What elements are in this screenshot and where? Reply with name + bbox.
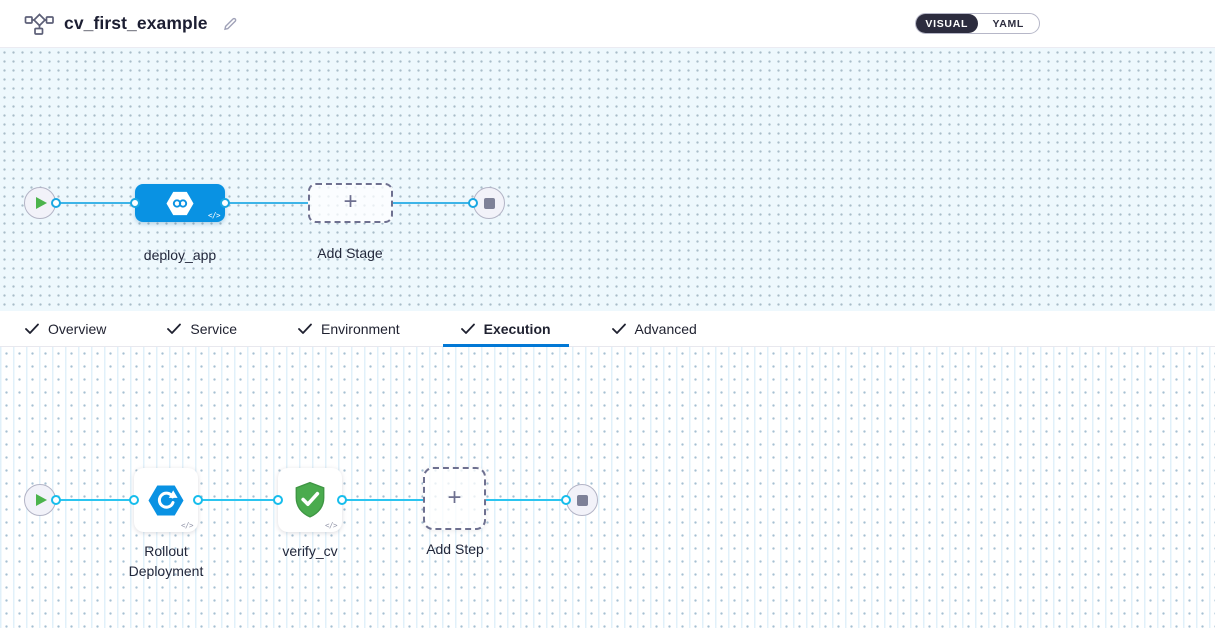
play-icon	[36, 197, 47, 209]
edge-line	[56, 499, 134, 501]
play-icon	[36, 494, 47, 506]
cd-hexagon-infinity-icon	[166, 191, 194, 216]
connector-port	[193, 495, 203, 505]
edge-line	[56, 202, 135, 204]
pipeline-start-node[interactable]	[24, 187, 56, 219]
code-badge: </>	[207, 211, 221, 220]
edge-line	[225, 202, 308, 204]
stage-label: deploy_app	[143, 247, 217, 263]
add-step-button[interactable]: +	[423, 467, 486, 530]
code-badge: </>	[180, 521, 194, 530]
plus-icon: +	[343, 188, 358, 215]
tab-label: Execution	[483, 320, 551, 337]
edge-line	[342, 499, 423, 501]
tab-label: Overview	[48, 320, 107, 337]
step-label: verify_cv	[282, 543, 338, 559]
stage-node-deploy-app[interactable]: </>	[135, 184, 225, 222]
stop-icon	[576, 494, 588, 506]
stage-config-tabs: Overview Service Environment Execution A…	[0, 311, 1215, 347]
connector-port	[130, 198, 140, 208]
tab-label: Service	[190, 320, 238, 337]
check-icon	[460, 323, 475, 334]
edge-line	[198, 499, 278, 501]
edge-line	[485, 499, 566, 501]
header: cv_first_example VISUAL YAML	[0, 0, 1215, 48]
pipeline-title: cv_first_example	[64, 13, 208, 33]
step-node-verify-cv[interactable]: </>	[278, 468, 342, 532]
edge-line	[393, 202, 473, 204]
tab-service[interactable]: Service	[149, 311, 255, 346]
rollout-hexagon-arrow-icon	[148, 485, 184, 516]
edit-title-button[interactable]	[222, 16, 238, 32]
add-step-label: Add Step	[426, 541, 484, 557]
execution-canvas[interactable]: </> </> + Rollout Deployment verify_cv A…	[0, 347, 1215, 628]
add-stage-label: Add Stage	[317, 245, 383, 261]
stop-icon	[483, 197, 495, 209]
shield-check-icon	[291, 481, 329, 519]
tab-label: Advanced	[634, 320, 697, 337]
view-toggle: VISUAL YAML	[915, 13, 1040, 34]
execution-end-node[interactable]	[566, 484, 598, 516]
active-tab-underline	[442, 344, 569, 347]
connector-port	[337, 495, 347, 505]
step-label: Rollout Deployment	[128, 543, 204, 579]
connector-port	[51, 495, 61, 505]
yaml-toggle-button[interactable]: YAML	[992, 17, 1025, 30]
tab-environment[interactable]: Environment	[280, 311, 418, 346]
stage-canvas[interactable]: </> + deploy_app Add Stage	[0, 48, 1215, 311]
visual-toggle-button[interactable]: VISUAL	[916, 14, 978, 33]
connector-port	[129, 495, 139, 505]
check-icon	[298, 323, 312, 334]
tab-execution[interactable]: Execution	[442, 311, 569, 347]
tab-label: Environment	[321, 320, 400, 337]
connector-port	[51, 198, 61, 208]
connector-port	[561, 495, 571, 505]
tab-overview[interactable]: Overview	[7, 311, 124, 346]
pipeline-flowchart-icon	[24, 12, 54, 35]
plus-icon: +	[447, 483, 462, 511]
step-node-rollout-deployment[interactable]: </>	[134, 468, 198, 532]
pipeline-end-node[interactable]	[473, 187, 505, 219]
check-icon	[25, 323, 39, 334]
pencil-icon	[222, 16, 238, 32]
connector-port	[273, 495, 283, 505]
check-icon	[167, 323, 182, 334]
add-stage-button[interactable]: +	[308, 183, 393, 223]
check-icon	[611, 323, 626, 334]
code-badge: </>	[324, 521, 338, 530]
connector-port	[220, 198, 230, 208]
connector-port	[468, 198, 478, 208]
tab-advanced[interactable]: Advanced	[594, 311, 715, 346]
